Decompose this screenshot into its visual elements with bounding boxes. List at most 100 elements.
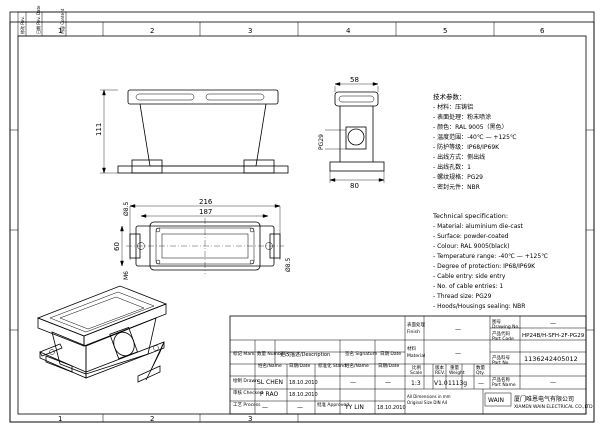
qty-value: — — [478, 380, 484, 387]
dim-height: 111 — [95, 123, 103, 136]
finish-label-cn: 表面处理 — [407, 321, 425, 328]
checked-date: 18.10.2010 — [289, 392, 318, 398]
drawn-label: 绘制 Drawn — [233, 377, 258, 384]
company-name-cn: 厦门唯恩电气有限公司 — [514, 395, 574, 403]
part-code-label-cn: 产品代码 — [492, 330, 510, 337]
process-label: 工艺 Process — [233, 402, 261, 408]
part-no-label-en: Part No. — [492, 360, 510, 366]
part-no-value: 1136242405012 — [524, 355, 578, 363]
zone-bottom-1: 1 — [58, 415, 62, 423]
specs-cn-item: - 颜色：RAL 9005（黑色） — [433, 123, 508, 131]
company-logo — [484, 392, 512, 407]
specs-en-item: - Material: aluminium die-cast — [433, 223, 523, 230]
dims-note-2: Original Size DIN A4 — [407, 400, 448, 405]
drawn-name: SL CHEN — [257, 379, 283, 386]
company-logo-text: WAIN — [488, 397, 504, 404]
rev-label-cn: 版本 — [435, 364, 444, 371]
scale-label-en: Scale — [410, 370, 422, 376]
dims-note-1: All Dimensions in mm — [407, 394, 451, 399]
drawn-extra-date-dash: — — [385, 379, 391, 386]
scale-label-cn: 比例 — [412, 364, 421, 371]
specs-cn-item: - 密封元件：NBR — [433, 183, 480, 191]
rev-content-label: 内容 Content — [59, 8, 65, 34]
dim-overall-length: 216 — [199, 198, 213, 206]
zone-bottom-3: 3 — [248, 415, 252, 423]
drawn-date: 18.10.2010 — [289, 380, 318, 386]
specs-cn-item: - 防护等级：IP68/IP69K — [433, 143, 500, 151]
specs-cn-item: - 材料：压铸铝 — [433, 103, 473, 111]
approved-name: YY LIN — [344, 404, 364, 411]
finish-value: — — [455, 326, 461, 333]
dim-cable-entry: PG29 — [318, 134, 325, 150]
specs-en-item: - Colour: RAL 9005(black) — [433, 243, 510, 250]
process-date: — — [297, 404, 303, 411]
part-code-value: HP24B/H-SFH-2F-PG29 — [522, 333, 585, 339]
dim-hole-dia-left: Ø8.5 — [123, 202, 130, 216]
drawing-no-label-en: Drawing No. — [492, 324, 520, 330]
material-label-en: Material — [407, 353, 425, 359]
rev-label-en: REV. — [435, 370, 445, 376]
specs-cn-item: - 出线方式：侧出线 — [433, 153, 485, 161]
zone-top-6: 6 — [540, 27, 545, 35]
specs-cn-item: - 出线孔数：1 — [433, 163, 471, 171]
specs-en-item: - Temperature range: -40℃ — +125℃ — [433, 253, 548, 260]
specs-en-item: - No. of cable entries: 1 — [433, 283, 503, 290]
specs-en-item: - Surface: powder-coated — [433, 233, 509, 240]
hdr-name-3: 姓名/Name — [345, 362, 369, 369]
specs-cn-item: - 温度范围：-40℃ — +125℃ — [433, 133, 517, 141]
hdr-std: 标准化 Stand. — [318, 362, 347, 369]
isometric-view — [36, 285, 168, 383]
specs-cn-title: 技术参数： — [433, 92, 466, 101]
dim-hole-pitch: 187 — [199, 208, 212, 216]
dim-side-width: 58 — [350, 76, 359, 84]
checked-name: P RAO — [260, 391, 278, 398]
specs-cn-item: - 螺纹规格：PG29 — [433, 173, 483, 181]
approved-date: 18.10.2010 — [377, 405, 406, 411]
specs-english: Technical specification: - Material: alu… — [432, 212, 548, 310]
top-view: 216 187 60 Ø8.5 Ø8.5 M6 — [113, 198, 292, 280]
rev-label: 修改 Rev. — [19, 16, 25, 34]
specs-en-title: Technical specification: — [432, 212, 508, 220]
rev-value: V1.0 — [434, 380, 448, 387]
zone-top-4: 4 — [346, 27, 351, 35]
hdr-number: 数量 Number — [257, 350, 286, 357]
zone-top-3: 3 — [248, 27, 252, 35]
part-name-value: — — [550, 379, 556, 386]
part-code-label-en: Part Code — [492, 336, 514, 342]
hdr-signature: 签名 Signature — [345, 350, 377, 357]
hdr-name: 姓名/Name — [258, 362, 282, 369]
approved-label: 批准 Approved — [317, 401, 349, 408]
grid-zones: 1 2 3 4 5 6 1 2 3 — [10, 22, 594, 423]
qty-label-cn: 数量 — [476, 364, 485, 371]
part-name-label-en: Part Name — [492, 382, 516, 388]
zone-top-5: 5 — [443, 27, 447, 35]
material-label-cn: 材料 — [407, 345, 416, 352]
part-name-label-cn: 产品名称 — [492, 376, 510, 383]
rev-date-label: 日期 Rev. Date — [35, 5, 41, 34]
specs-chinese: 技术参数： - 材料：压铸铝 - 表面处理：粉末喷涂 - 颜色：RAL 9005… — [433, 92, 517, 191]
checked-label: 审核 Checked — [233, 389, 263, 396]
qty-label-en: Qty. — [476, 370, 485, 376]
drawing-no-label-cn: 图号 — [492, 319, 501, 325]
specs-en-item: - Thread size: PG29 — [433, 293, 492, 300]
zone-top-2: 2 — [150, 27, 154, 35]
zone-top-1: 1 — [58, 27, 62, 35]
hdr-date: 日期 Date — [380, 351, 401, 357]
hdr-mark: 标记 Mark — [233, 350, 255, 357]
specs-en-item: - Cable entry: side entry — [433, 273, 506, 280]
dim-top-width: 60 — [113, 242, 121, 251]
weight-label-en: Weight — [449, 370, 465, 376]
drawing-no-value: — — [550, 320, 556, 327]
specs-en-item: - Degree of protection: IP68/IP69K — [433, 263, 536, 270]
finish-label-en: Finish — [407, 329, 420, 335]
company-name-en: XIAMEN WAIN ELECTRICAL CO.,LTD — [514, 404, 593, 410]
dim-side-base: 80 — [350, 182, 359, 190]
zone-bottom-2: 2 — [150, 415, 154, 423]
hdr-date-3: 日期/Date — [378, 363, 400, 369]
weight-value: 1113g — [448, 380, 467, 387]
part-no-label-cn: 产品料号 — [492, 354, 510, 361]
hdr-date-2: 日期/Date — [289, 363, 311, 369]
specs-en-item: - Hoods/Housings sealing: NBR — [433, 303, 525, 310]
